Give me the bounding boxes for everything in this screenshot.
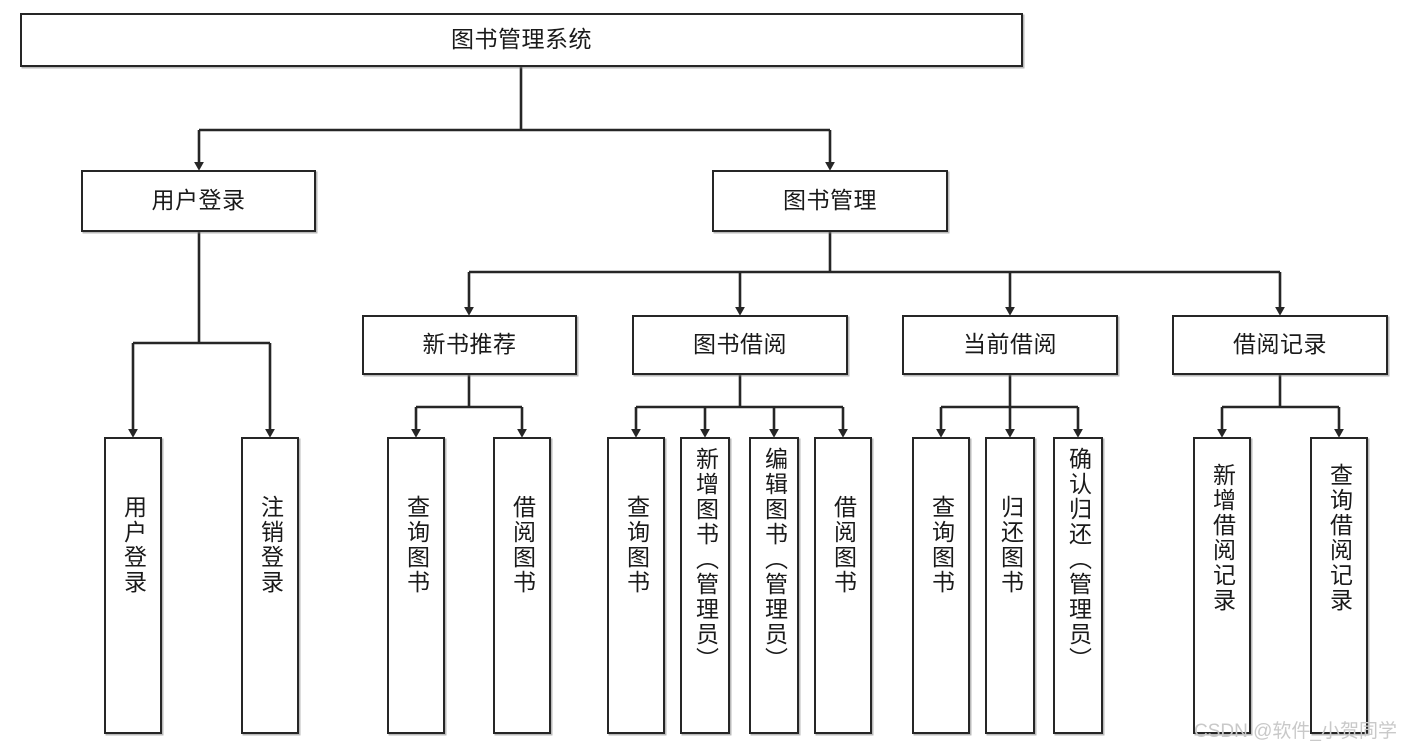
node-label: 新书推荐: [422, 331, 517, 358]
node-label: 用户登录: [120, 495, 147, 595]
node-label: 查询图书: [928, 495, 955, 595]
node-user-login[interactable]: 用户登录: [81, 170, 316, 232]
leaf-user-login[interactable]: 用户登录: [104, 437, 162, 734]
leaf-borrow-query-book[interactable]: 查询图书: [607, 437, 665, 734]
leaf-user-logout[interactable]: 注销登录: [241, 437, 299, 734]
leaf-borrow-edit-book-admin[interactable]: 编辑图书（管理员）: [749, 437, 799, 734]
node-label: 新增借阅记录: [1209, 463, 1236, 613]
leaf-current-query-book[interactable]: 查询图书: [912, 437, 970, 734]
leaf-borrow-add-book-admin[interactable]: 新增图书（管理员）: [680, 437, 730, 734]
node-label: 借阅图书: [509, 495, 536, 595]
node-label: 图书管理系统: [451, 26, 592, 53]
node-book-management[interactable]: 图书管理: [712, 170, 948, 232]
node-label: 查询图书: [623, 495, 650, 595]
leaf-current-return-book[interactable]: 归还图书: [985, 437, 1035, 734]
node-label: 当前借阅: [963, 331, 1057, 358]
node-current-borrow[interactable]: 当前借阅: [902, 315, 1118, 375]
leaf-record-add-borrow-record[interactable]: 新增借阅记录: [1193, 437, 1251, 734]
leaf-recommend-borrow-book[interactable]: 借阅图书: [493, 437, 551, 734]
node-root-library-system[interactable]: 图书管理系统: [20, 13, 1023, 67]
node-label: 查询图书: [403, 495, 430, 595]
leaf-borrow-borrow-book[interactable]: 借阅图书: [814, 437, 872, 734]
node-label: 借阅图书: [830, 495, 857, 595]
node-label: 用户登录: [151, 187, 246, 214]
node-label: 编辑图书（管理员）: [761, 447, 788, 672]
csdn-watermark: CSDN @软件_小贺同学: [1194, 721, 1397, 742]
node-book-borrow[interactable]: 图书借阅: [632, 315, 848, 375]
node-label: 图书借阅: [693, 331, 787, 358]
leaf-current-confirm-return-admin[interactable]: 确认归还（管理员）: [1053, 437, 1103, 734]
node-label: 图书管理: [783, 187, 877, 214]
leaf-record-query-borrow-record[interactable]: 查询借阅记录: [1310, 437, 1368, 734]
node-label: 注销登录: [257, 495, 284, 595]
node-label: 确认归还（管理员）: [1065, 447, 1092, 672]
node-label: 归还图书: [997, 495, 1024, 595]
leaf-recommend-query-book[interactable]: 查询图书: [387, 437, 445, 734]
node-label: 新增图书（管理员）: [692, 447, 719, 672]
node-label: 查询借阅记录: [1326, 463, 1353, 613]
node-borrow-record[interactable]: 借阅记录: [1172, 315, 1388, 375]
node-label: 借阅记录: [1233, 331, 1327, 358]
node-new-book-recommend[interactable]: 新书推荐: [362, 315, 577, 375]
